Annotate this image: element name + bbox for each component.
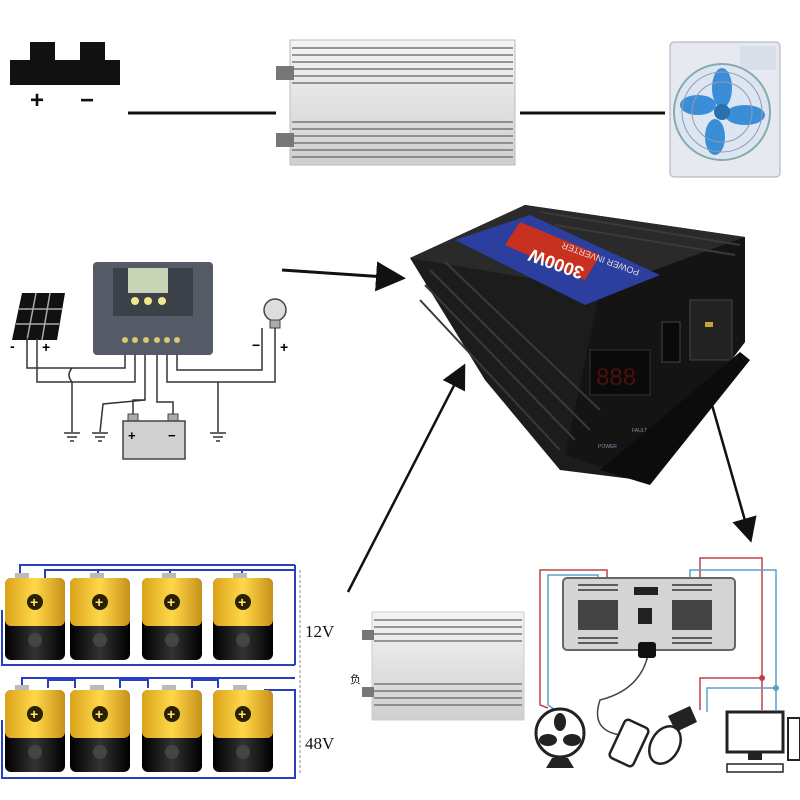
panel-plus-label: + (42, 339, 50, 355)
battery-terminal-block (10, 42, 120, 85)
battery-plus-symbol: + (95, 594, 103, 610)
inverter-side-view-bottom (362, 611, 525, 721)
battery-row-12v (5, 573, 273, 660)
battery-plus-label: + (128, 428, 136, 443)
panel-minus-label: - (10, 338, 15, 354)
solar-panel-icon (12, 292, 65, 341)
negative-terminal-label: 负 (350, 672, 361, 686)
terminal-minus-label: − (80, 87, 94, 114)
arrow-controller-to-inverter (281, 261, 406, 292)
voltage-label-12v: 12V (305, 622, 335, 641)
charge-controller-icon (93, 262, 213, 355)
load-minus-label: − (252, 337, 260, 353)
bulb-icon (263, 298, 287, 329)
arrow-inverter-to-loads (710, 404, 757, 543)
power-led-label: POWER (598, 444, 617, 450)
fault-led-label: FAULT (632, 428, 647, 434)
voltage-label-48v: 48V (305, 734, 335, 753)
battery-plus-symbol: + (167, 706, 175, 722)
load-plus-label: + (280, 339, 288, 355)
power-inverter-photo: 3000W POWER INVERTER 888 POWER FAULT (410, 205, 750, 485)
battery-plus-symbol: + (238, 594, 246, 610)
battery-row-48v (5, 685, 273, 772)
controller-wiring (26, 328, 276, 442)
terminal-plus-label: + (30, 87, 44, 114)
led-display: 888 (596, 364, 636, 391)
battery-plus-symbol: + (95, 706, 103, 722)
battery-icon (122, 413, 186, 460)
battery-plus-symbol: + (167, 594, 175, 610)
box-fan-icon (669, 41, 781, 178)
battery-plus-symbol: + (238, 706, 246, 722)
battery-minus-label: − (168, 428, 176, 443)
smartphone-icon (608, 718, 650, 768)
inverter-side-view-top (276, 39, 516, 166)
inverter-front-panel-icon (562, 577, 736, 658)
arrow-batteries-to-inverter (346, 363, 466, 593)
battery-plus-symbol: + (30, 594, 38, 610)
cfl-bulb-icon (648, 706, 697, 765)
desk-fan-icon (534, 707, 586, 768)
desktop-computer-icon (725, 710, 800, 773)
battery-plus-symbol: + (30, 706, 38, 722)
